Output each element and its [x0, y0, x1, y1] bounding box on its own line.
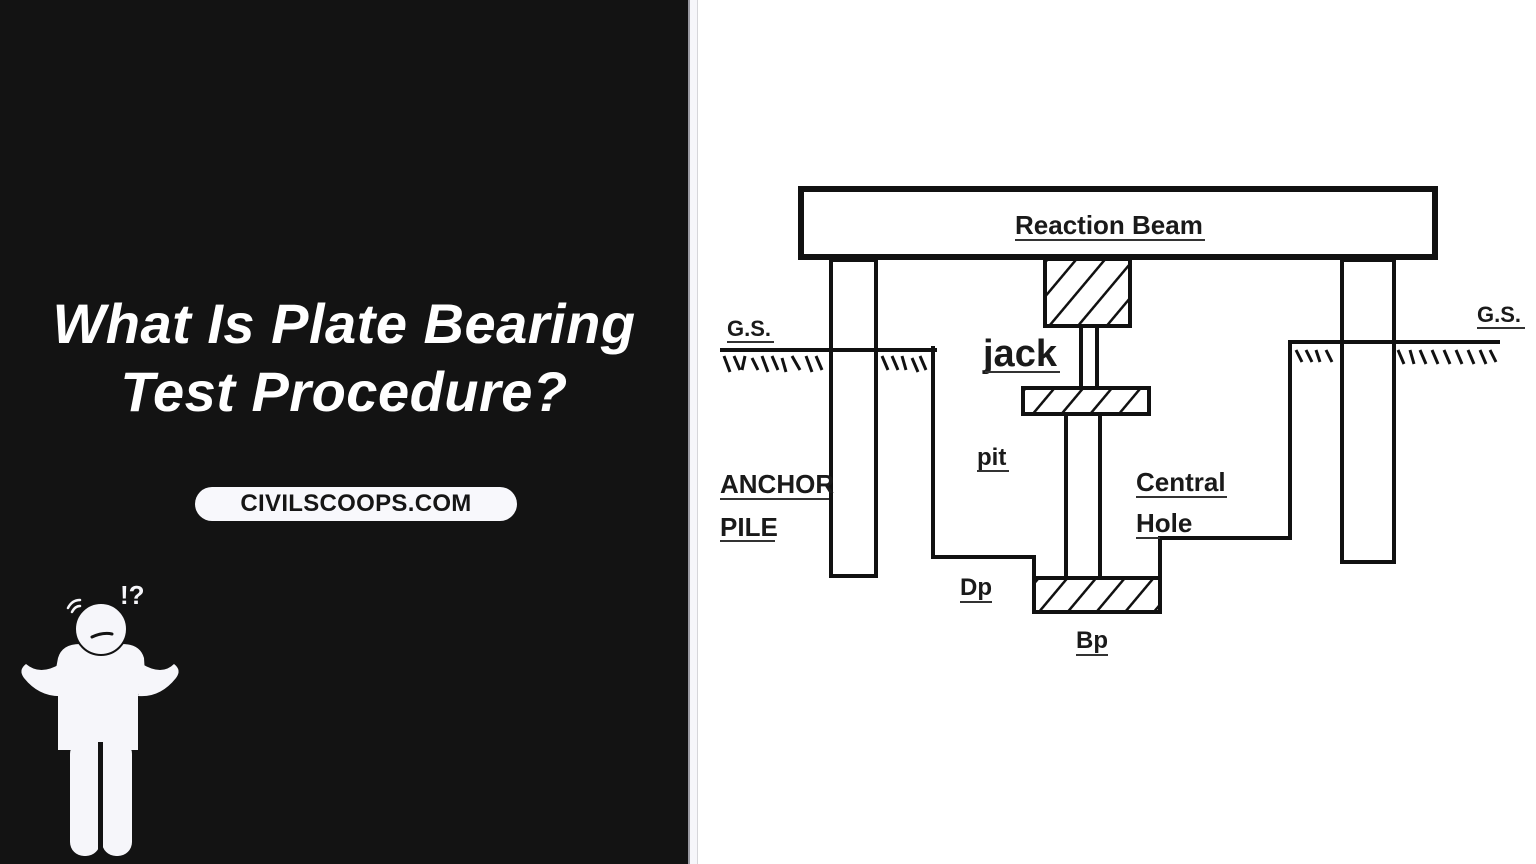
left-panel: What Is Plate Bearing Test Procedure? CI…: [0, 0, 688, 864]
diagram-panel: Reaction Beam jack G.S. G.S. ANCHOR PILE…: [698, 0, 1536, 864]
page-title: What Is Plate Bearing Test Procedure?: [0, 290, 688, 426]
label-dp: Dp: [960, 574, 992, 601]
exclaim-question-mark: !?: [120, 580, 145, 610]
label-pit: pit: [977, 444, 1006, 471]
label-central: Central: [1136, 467, 1226, 497]
label-hole: Hole: [1136, 508, 1192, 538]
site-badge: CIVILSCOOPS.COM: [195, 487, 517, 521]
title-line-1: What Is Plate Bearing: [52, 292, 636, 355]
left-anchor-pile: [829, 258, 878, 578]
panel-divider: [688, 0, 698, 864]
label-gs-right: G.S.: [1477, 302, 1521, 327]
label-gs-left: G.S.: [727, 316, 771, 341]
right-anchor-pile: [1340, 258, 1396, 564]
confused-person-icon: !?: [21, 580, 179, 856]
label-reaction-beam: Reaction Beam: [1015, 210, 1203, 240]
jack-plate: [1021, 386, 1151, 416]
pit-outline: [931, 346, 1036, 580]
label-pile: PILE: [720, 512, 778, 542]
bearing-plate: [1032, 576, 1162, 614]
reaction-beam: [798, 186, 1438, 260]
label-anchor: ANCHOR: [720, 469, 834, 499]
label-bp: Bp: [1076, 627, 1108, 654]
title-line-2: Test Procedure?: [120, 360, 568, 423]
label-jack: jack: [982, 333, 1058, 375]
plate-bearing-test-diagram: Reaction Beam jack G.S. G.S. ANCHOR PILE…: [720, 186, 1525, 656]
jack-block: [1043, 257, 1132, 328]
